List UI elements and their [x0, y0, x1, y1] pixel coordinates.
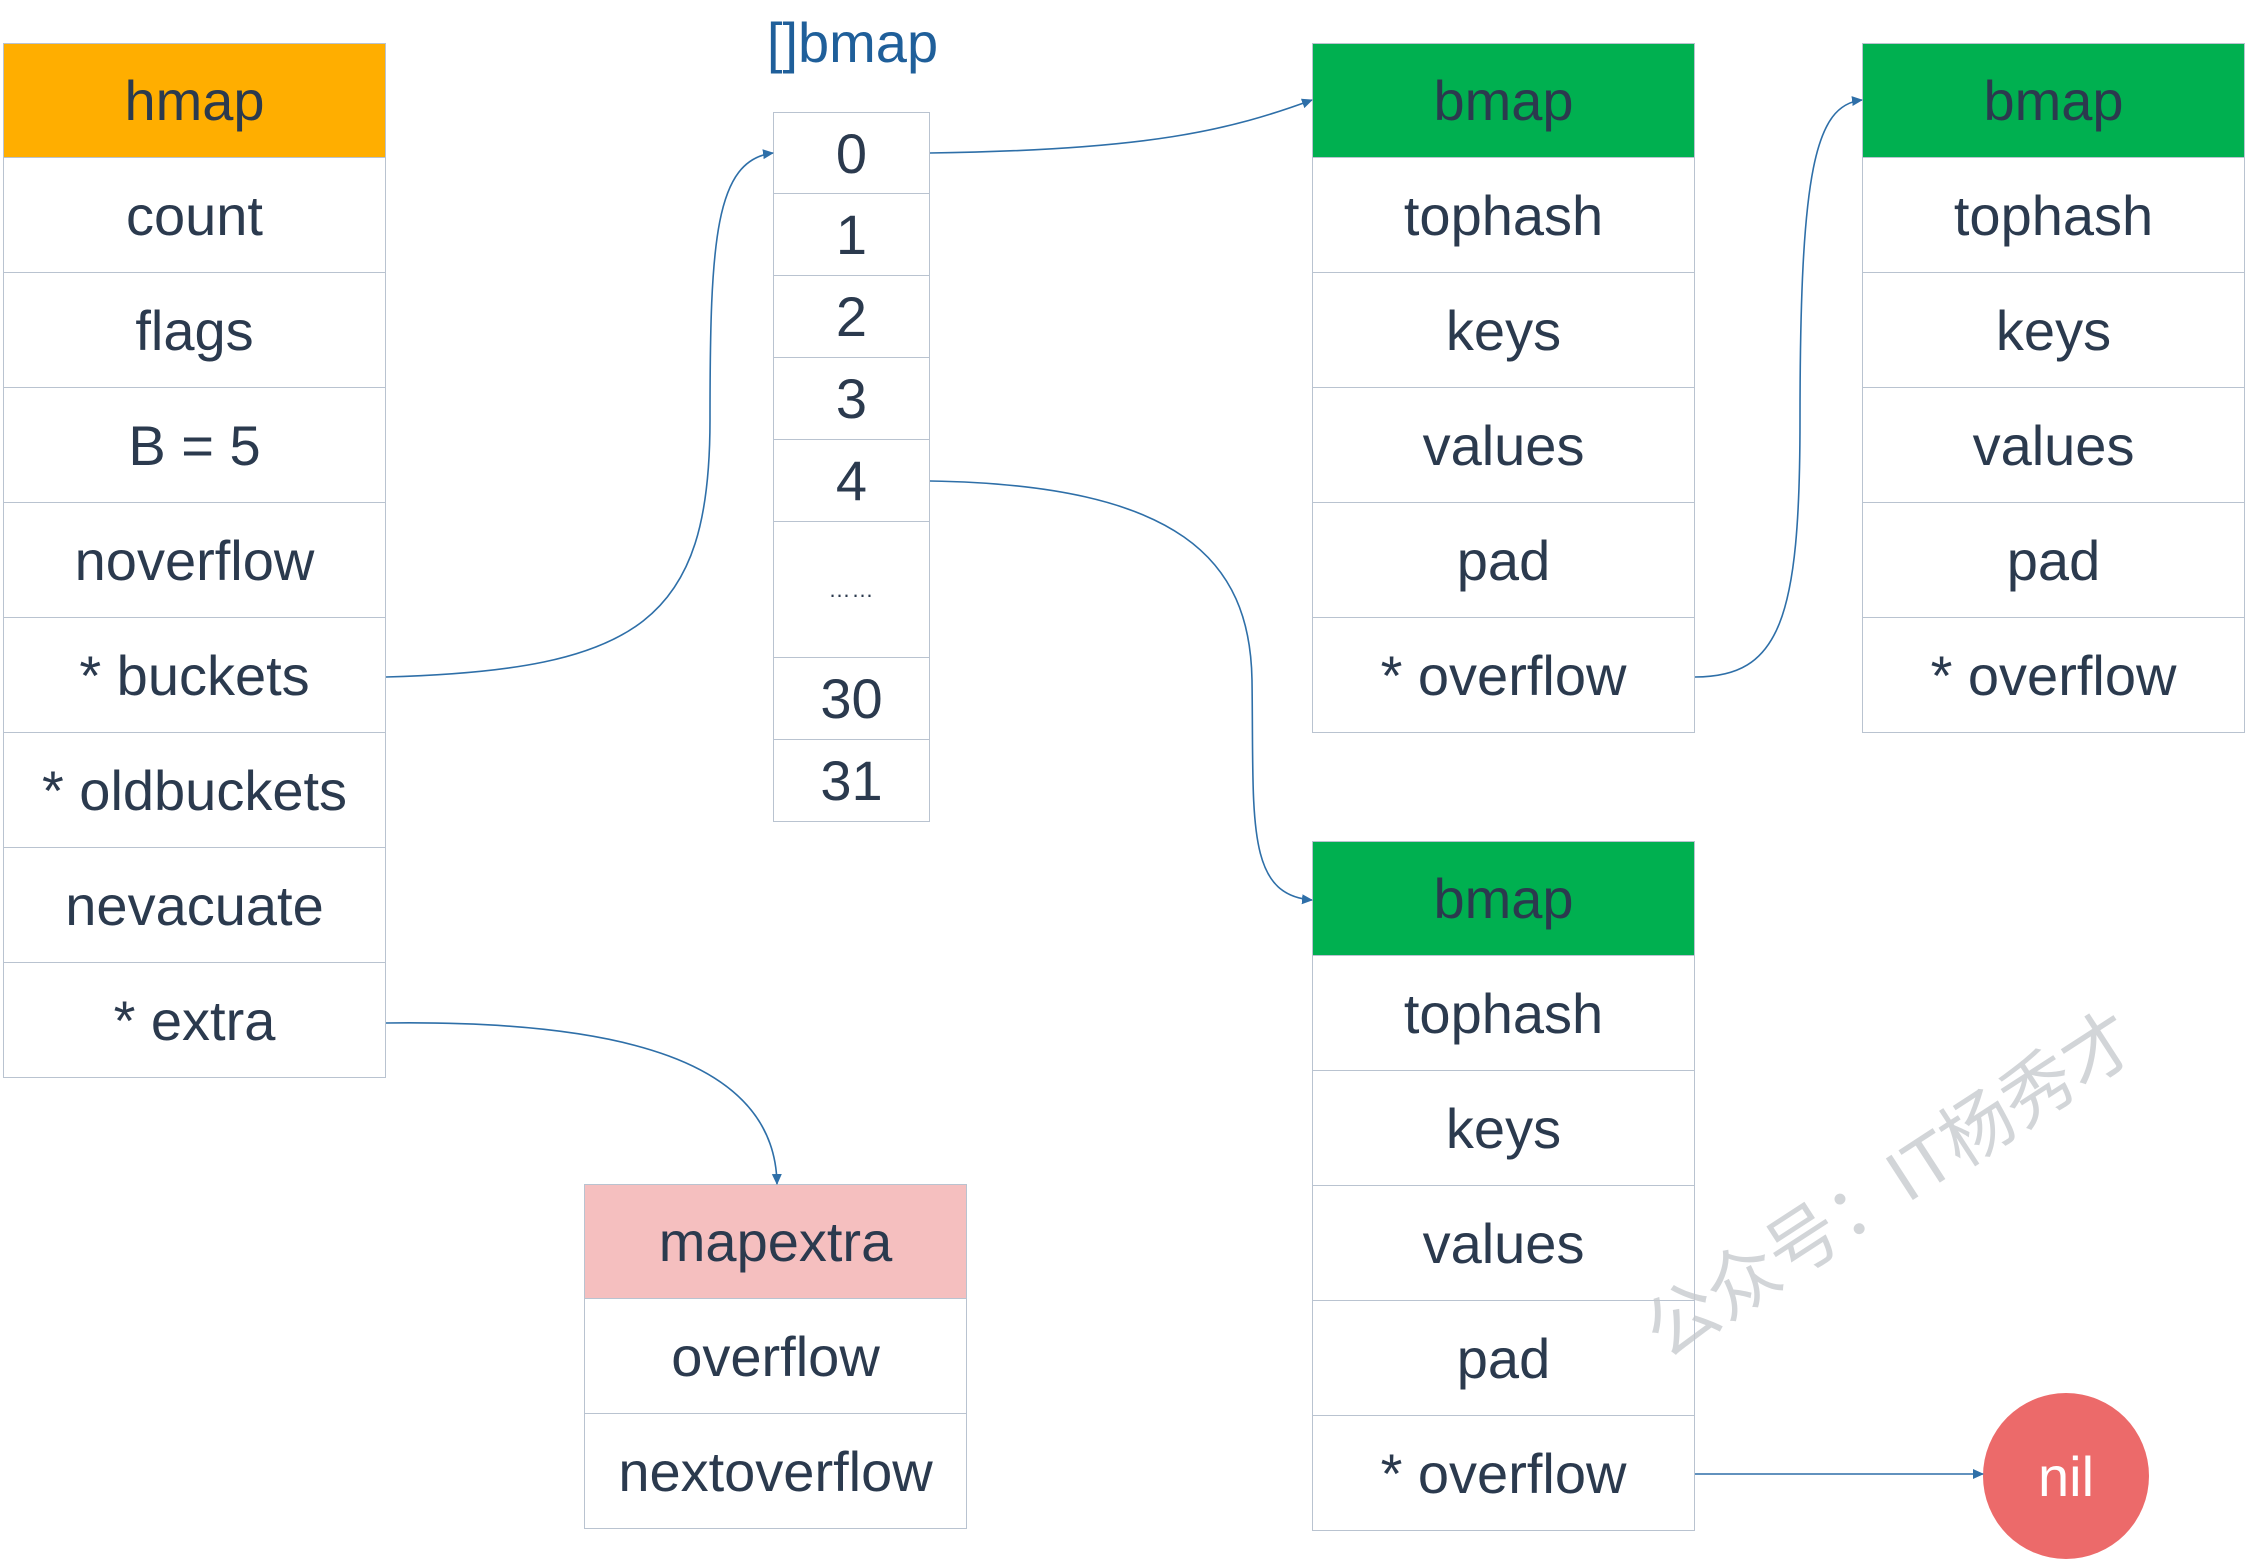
bmap-field-tophash: tophash: [1312, 956, 1695, 1071]
hmap-field-flags: flags: [3, 273, 386, 388]
bmap-field-pad: pad: [1312, 1301, 1695, 1416]
arrow-buckets-to-array: [385, 149, 774, 678]
bmap-field-values: values: [1862, 388, 2245, 503]
bmap-field-overflow: * overflow: [1862, 618, 2245, 733]
bmap-field-keys: keys: [1312, 1071, 1695, 1186]
mapextra-field-overflow: overflow: [584, 1299, 967, 1414]
hmap-struct: hmap count flags B = 5 noverflow * bucke…: [3, 43, 386, 1078]
bmap-header: bmap: [1312, 43, 1695, 158]
hmap-header: hmap: [3, 43, 386, 158]
bmap-field-pad: pad: [1312, 503, 1695, 618]
bmap-field-keys: keys: [1312, 273, 1695, 388]
bucket-array: 0 1 2 3 4 …… 30 31: [773, 112, 930, 822]
bmap-field-tophash: tophash: [1312, 158, 1695, 273]
mapextra-struct: mapextra overflow nextoverflow: [584, 1184, 967, 1529]
bucket-cell: 3: [773, 358, 930, 440]
bucket-cell: 30: [773, 658, 930, 740]
bucket-cell-ellipsis: ……: [773, 522, 930, 658]
bmap-struct-bucket0: bmap tophash keys values pad * overflow: [1312, 43, 1695, 733]
arrow-bucket0-to-bmap: [929, 98, 1313, 154]
hmap-field-count: count: [3, 158, 386, 273]
mapextra-header: mapextra: [584, 1184, 967, 1299]
bmap-struct-overflow: bmap tophash keys values pad * overflow: [1862, 43, 2245, 733]
hmap-field-nevacuate: nevacuate: [3, 848, 386, 963]
arrow-bucket4-to-bmap: [929, 480, 1313, 905]
bmap-field-values: values: [1312, 388, 1695, 503]
arrow-extra-to-mapextra: [385, 1022, 782, 1185]
hmap-field-buckets: * buckets: [3, 618, 386, 733]
bmap-field-values: values: [1312, 1186, 1695, 1301]
bucket-cell: 0: [773, 112, 930, 194]
bmap-field-overflow: * overflow: [1312, 1416, 1695, 1531]
bmap-field-tophash: tophash: [1862, 158, 2245, 273]
mapextra-field-nextoverflow: nextoverflow: [584, 1414, 967, 1529]
hmap-field-oldbuckets: * oldbuckets: [3, 733, 386, 848]
arrow-overflow-to-bmap: [1694, 96, 1863, 678]
bmap-struct-bucket4: bmap tophash keys values pad * overflow: [1312, 841, 1695, 1531]
bucket-cell: 4: [773, 440, 930, 522]
bmap-field-pad: pad: [1862, 503, 2245, 618]
hmap-field-extra: * extra: [3, 963, 386, 1078]
bmap-field-overflow: * overflow: [1312, 618, 1695, 733]
bmap-header: bmap: [1312, 841, 1695, 956]
hmap-field-b: B = 5: [3, 388, 386, 503]
bucket-cell: 1: [773, 194, 930, 276]
bucket-cell: 2: [773, 276, 930, 358]
bucket-cell: 31: [773, 740, 930, 822]
bmap-field-keys: keys: [1862, 273, 2245, 388]
hmap-field-noverflow: noverflow: [3, 503, 386, 618]
bucket-array-title: []bmap: [766, 11, 939, 74]
nil-node: nil: [1983, 1393, 2149, 1559]
bmap-header: bmap: [1862, 43, 2245, 158]
